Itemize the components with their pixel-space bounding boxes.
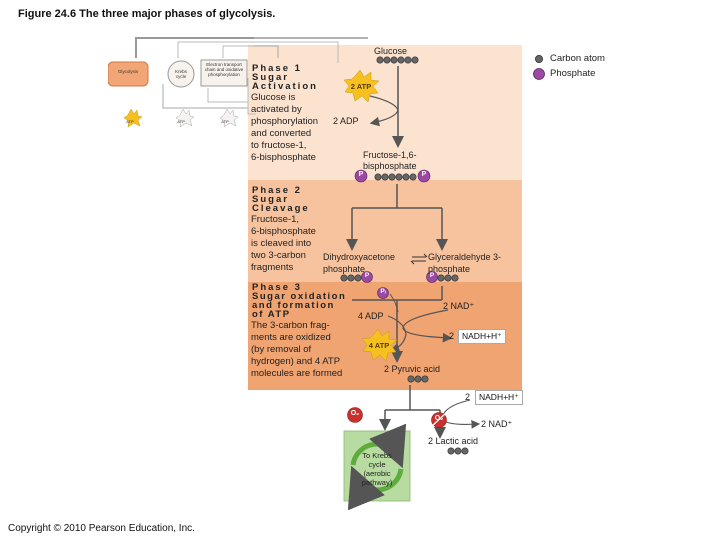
adp4-label: 4 ADP (358, 311, 384, 321)
phase1-desc-6: 6-bisphosphate (251, 152, 316, 163)
o2-text-aerobic: O₂ (350, 410, 360, 417)
carbon-atom-icon (535, 55, 543, 63)
pi-text: Pᵢ (380, 288, 386, 295)
phase3-desc-4: hydrogen) and 4 ATP (251, 356, 341, 367)
phase3-desc-2: ments are oxidized (251, 332, 331, 343)
phase3-desc-3: (by removal of (251, 344, 312, 355)
lactic-carbons (447, 447, 469, 455)
atp-star-phase3 (361, 328, 398, 362)
lactic-label: 2 Lactic acid (428, 436, 479, 446)
inset-krebs-label: Krebs cycle (175, 69, 187, 79)
nadh-to-nad-arrow (441, 399, 481, 429)
inset-atp-label-1: ATP (126, 119, 134, 124)
phase2-desc-1: Fructose-1, (251, 214, 300, 225)
inset-etc-box (200, 59, 248, 87)
fbp-p-right-text: P (421, 171, 427, 178)
phase1-desc-1: Glucose is (251, 92, 296, 103)
dhap-p-text: P (364, 272, 370, 279)
phase1-panel (248, 45, 522, 180)
pi-badge (377, 287, 389, 299)
inset-atp-star-2 (175, 108, 195, 128)
phase1-desc-4: and converted (251, 128, 312, 139)
nadh-count: 2 (449, 331, 455, 341)
nadh-count-post: 2 (465, 392, 471, 402)
inset-krebs-circle (167, 60, 195, 88)
phase1-title: Phase 1 (252, 63, 302, 74)
pi-arrow (389, 293, 399, 313)
glucose-label: Glucose (374, 46, 408, 56)
fbp-carbons (374, 173, 417, 181)
g3p-label: Glyceraldehyde 3-phosphate (428, 252, 502, 274)
fbp-phosphate-right (417, 169, 431, 183)
phase2-desc-5: fragments (251, 262, 294, 273)
phase2-title-line2: Sugar (252, 194, 289, 205)
figure-title: Figure 24.6 The three major phases of gl… (18, 8, 276, 20)
phase3-title: Phase 3 (252, 282, 302, 293)
phosphate-icon (533, 68, 545, 80)
adp2-label: 2 ADP (333, 116, 359, 126)
phase1-title-line3: Activation (252, 81, 318, 92)
overview-inset (108, 37, 368, 128)
adp-to-atp-arrow (387, 315, 407, 353)
phase2-title: Phase 2 (252, 185, 302, 196)
krebs-box-label: To Krebs cycle (aerobic pathway) (361, 451, 393, 487)
phase2-desc-4: two 3-carbon (251, 250, 306, 261)
atp4-text: 4 ATP (368, 341, 390, 350)
inset-atp-label-2: ATP (177, 119, 185, 124)
cleavage-branch (352, 184, 442, 209)
phase2-desc-3: is cleaved into (251, 238, 312, 249)
inset-glycolysis-label: Glycolysis (117, 69, 139, 74)
inset-atp-label-3: ATP (221, 119, 229, 124)
phase1-desc-3: phosphorylation (251, 116, 319, 127)
phase3-title-line2: Sugar oxidation (252, 291, 347, 302)
pyruvic-label: 2 Pyruvic acid (384, 364, 441, 374)
phase2-desc-2: 6-bisphosphate (251, 226, 316, 237)
fbp-label: Fructose-1,6-bisphosphate (363, 150, 417, 171)
atp-star-phase1 (343, 69, 380, 103)
nadh2-label: NADH+H⁺ (458, 329, 506, 344)
inset-atp-star-3 (219, 108, 239, 128)
phase1-desc-5: to fructose-1, (251, 140, 307, 151)
inset-glycolysis-box (108, 61, 149, 87)
fbp-phosphate-left (354, 169, 368, 183)
atp-to-adp-arrow-1 (369, 95, 399, 127)
pyruvic-carbons (407, 375, 429, 383)
legend-phosphate: Phosphate (550, 68, 596, 79)
phase3-title-line4: of ATP (252, 309, 291, 320)
g3p-p-text: P (429, 272, 435, 279)
nad-to-nadh-arrow (402, 309, 453, 343)
fbp-p-left-text: P (358, 171, 364, 178)
nad2-label: 2 NAD⁺ (443, 301, 475, 311)
phase2-panel (248, 180, 522, 282)
phase2-title-line3: Cleavage (252, 203, 310, 214)
phase3-title-line3: and formation (252, 300, 335, 311)
phase3-desc-1: The 3-carbon frag- (251, 320, 330, 331)
o2-badge-aerobic (347, 407, 363, 423)
atp2-text: 2 ATP (350, 82, 372, 91)
inset-atp-star-1 (123, 108, 143, 128)
phase1-desc-2: activated by (251, 104, 302, 115)
phase1-title-line2: Sugar (252, 72, 289, 83)
legend-carbon: Carbon atom (550, 53, 605, 64)
nadh2-post-label: NADH+H⁺ (475, 390, 523, 405)
o2-text-anaerobic: O₂ (434, 415, 444, 422)
g3p-phosphate (426, 271, 438, 283)
dhap-phosphate (361, 271, 373, 283)
glucose-carbons (376, 56, 419, 64)
legend-icons (533, 55, 545, 80)
dhap-label: Dihydroxyacetone phosphate (323, 252, 396, 274)
copyright: Copyright © 2010 Pearson Education, Inc. (8, 523, 195, 534)
inset-etc-label: Electron transport chain and oxidative p… (204, 62, 244, 77)
phase3-join (352, 286, 443, 301)
nad2-post-label: 2 NAD⁺ (481, 419, 513, 429)
phase3-desc-5: molecules are formed (251, 368, 343, 379)
